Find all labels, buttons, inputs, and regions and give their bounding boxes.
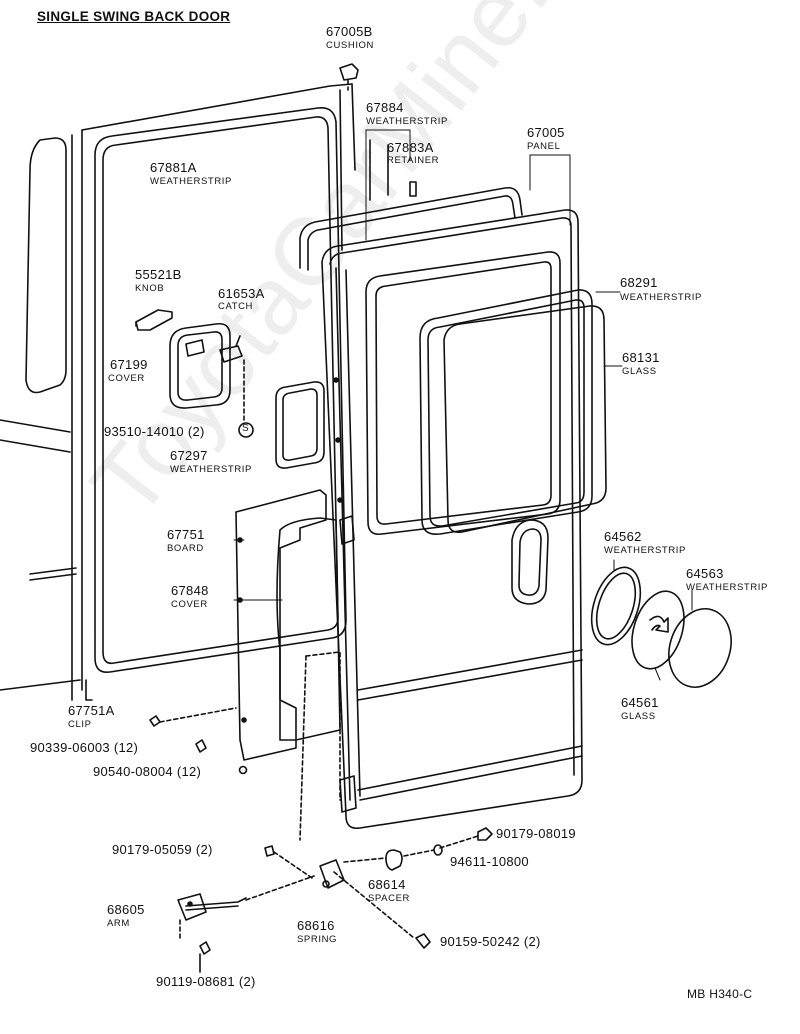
part-name-spacer: SPACER <box>368 893 410 904</box>
part-name-glass-68131: GLASS <box>622 366 657 377</box>
weatherstrip-68291-shape <box>419 289 593 536</box>
glass-68131-shape <box>443 305 607 534</box>
clip-fasteners-shape <box>149 707 248 775</box>
part-name-retainer: RETAINER <box>387 155 440 166</box>
part-number-67751a: 67751A <box>68 703 115 718</box>
part-number-55521b: 55521B <box>135 267 182 282</box>
cover-67199-shape <box>169 322 231 409</box>
screw-marker-icon: S <box>242 423 249 434</box>
catch-61653a-shape <box>219 335 245 421</box>
part-number-68605: 68605 <box>107 902 145 917</box>
part-number-61653a: 61653A <box>218 286 265 301</box>
part-number-67884: 67884 <box>366 100 404 115</box>
board-67751-shape <box>235 489 327 761</box>
part-name-weatherstrip-67881a: WEATHERSTRIP <box>150 176 232 187</box>
part-number-90179-08019: 90179-08019 <box>496 826 576 841</box>
weatherstrip-67884-shape <box>299 139 523 271</box>
weatherstrip-64562-shape <box>590 566 642 646</box>
part-name-clip: CLIP <box>68 719 92 730</box>
part-number-67297: 67297 <box>170 448 208 463</box>
door-panel-67005-shape <box>321 209 583 830</box>
part-number-90540: 90540-08004 (12) <box>93 764 202 779</box>
part-name-glass-64561: GLASS <box>621 711 656 722</box>
weatherstrip-67297-shape <box>275 381 325 469</box>
part-number-90119: 90119-08681 (2) <box>156 974 256 989</box>
part-number-67848: 67848 <box>171 583 209 598</box>
screw-93510-shape <box>238 422 254 438</box>
part-number-94611: 94611-10800 <box>450 854 529 869</box>
part-name-weatherstrip-64563: WEATHERSTRIP <box>686 582 768 593</box>
part-number-67881a: 67881A <box>150 160 197 175</box>
cushion-67005b-shape <box>339 63 359 91</box>
arm-spring-fasteners-shape <box>177 651 493 973</box>
part-number-64563: 64563 <box>686 566 724 581</box>
part-name-weatherstrip-67297: WEATHERSTRIP <box>170 464 252 475</box>
weatherstrip-64563-shape <box>668 608 732 688</box>
part-name-cover-67199: COVER <box>108 373 145 384</box>
cover-67848-shape <box>276 517 341 741</box>
part-name-knob: KNOB <box>135 283 165 294</box>
part-number-67005b: 67005B <box>326 24 373 39</box>
knob-55521b-shape <box>135 309 173 331</box>
part-name-arm: ARM <box>107 918 130 929</box>
part-name-cushion: CUSHION <box>326 40 375 51</box>
part-number-93510: 93510-14010 (2) <box>104 424 205 439</box>
part-name-cover-67848: COVER <box>171 599 208 610</box>
part-name-board: BOARD <box>167 543 204 554</box>
part-number-68131: 68131 <box>622 350 660 365</box>
part-number-67883a: 67883A <box>387 140 434 155</box>
diagram-code: MB H340-C <box>687 987 753 1001</box>
part-number-68616: 68616 <box>297 918 335 933</box>
part-number-64561: 64561 <box>621 695 659 710</box>
part-number-67199: 67199 <box>110 357 148 372</box>
part-name-weatherstrip-64562: WEATHERSTRIP <box>604 545 686 556</box>
label-leader-lines <box>233 129 693 681</box>
part-number-64562: 64562 <box>604 529 642 544</box>
part-name-spring: SPRING <box>297 934 338 945</box>
part-name-weatherstrip-67884: WEATHERSTRIP <box>366 116 448 127</box>
part-name-catch: CATCH <box>218 301 254 312</box>
glass-64561-shape <box>631 590 685 670</box>
part-number-68291: 68291 <box>620 275 658 290</box>
part-number-67751: 67751 <box>167 527 205 542</box>
vehicle-body <box>0 83 356 701</box>
diagram-title: SINGLE SWING BACK DOOR <box>37 9 231 24</box>
part-number-90339: 90339-06003 (12) <box>30 740 139 755</box>
part-number-90179-05059: 90179-05059 (2) <box>112 842 213 857</box>
part-name-weatherstrip-68291: WEATHERSTRIP <box>620 292 702 303</box>
part-number-68614: 68614 <box>368 877 406 892</box>
part-name-panel: PANEL <box>527 141 561 152</box>
part-number-90159: 90159-50242 (2) <box>440 934 541 949</box>
part-number-67005: 67005 <box>527 125 565 140</box>
